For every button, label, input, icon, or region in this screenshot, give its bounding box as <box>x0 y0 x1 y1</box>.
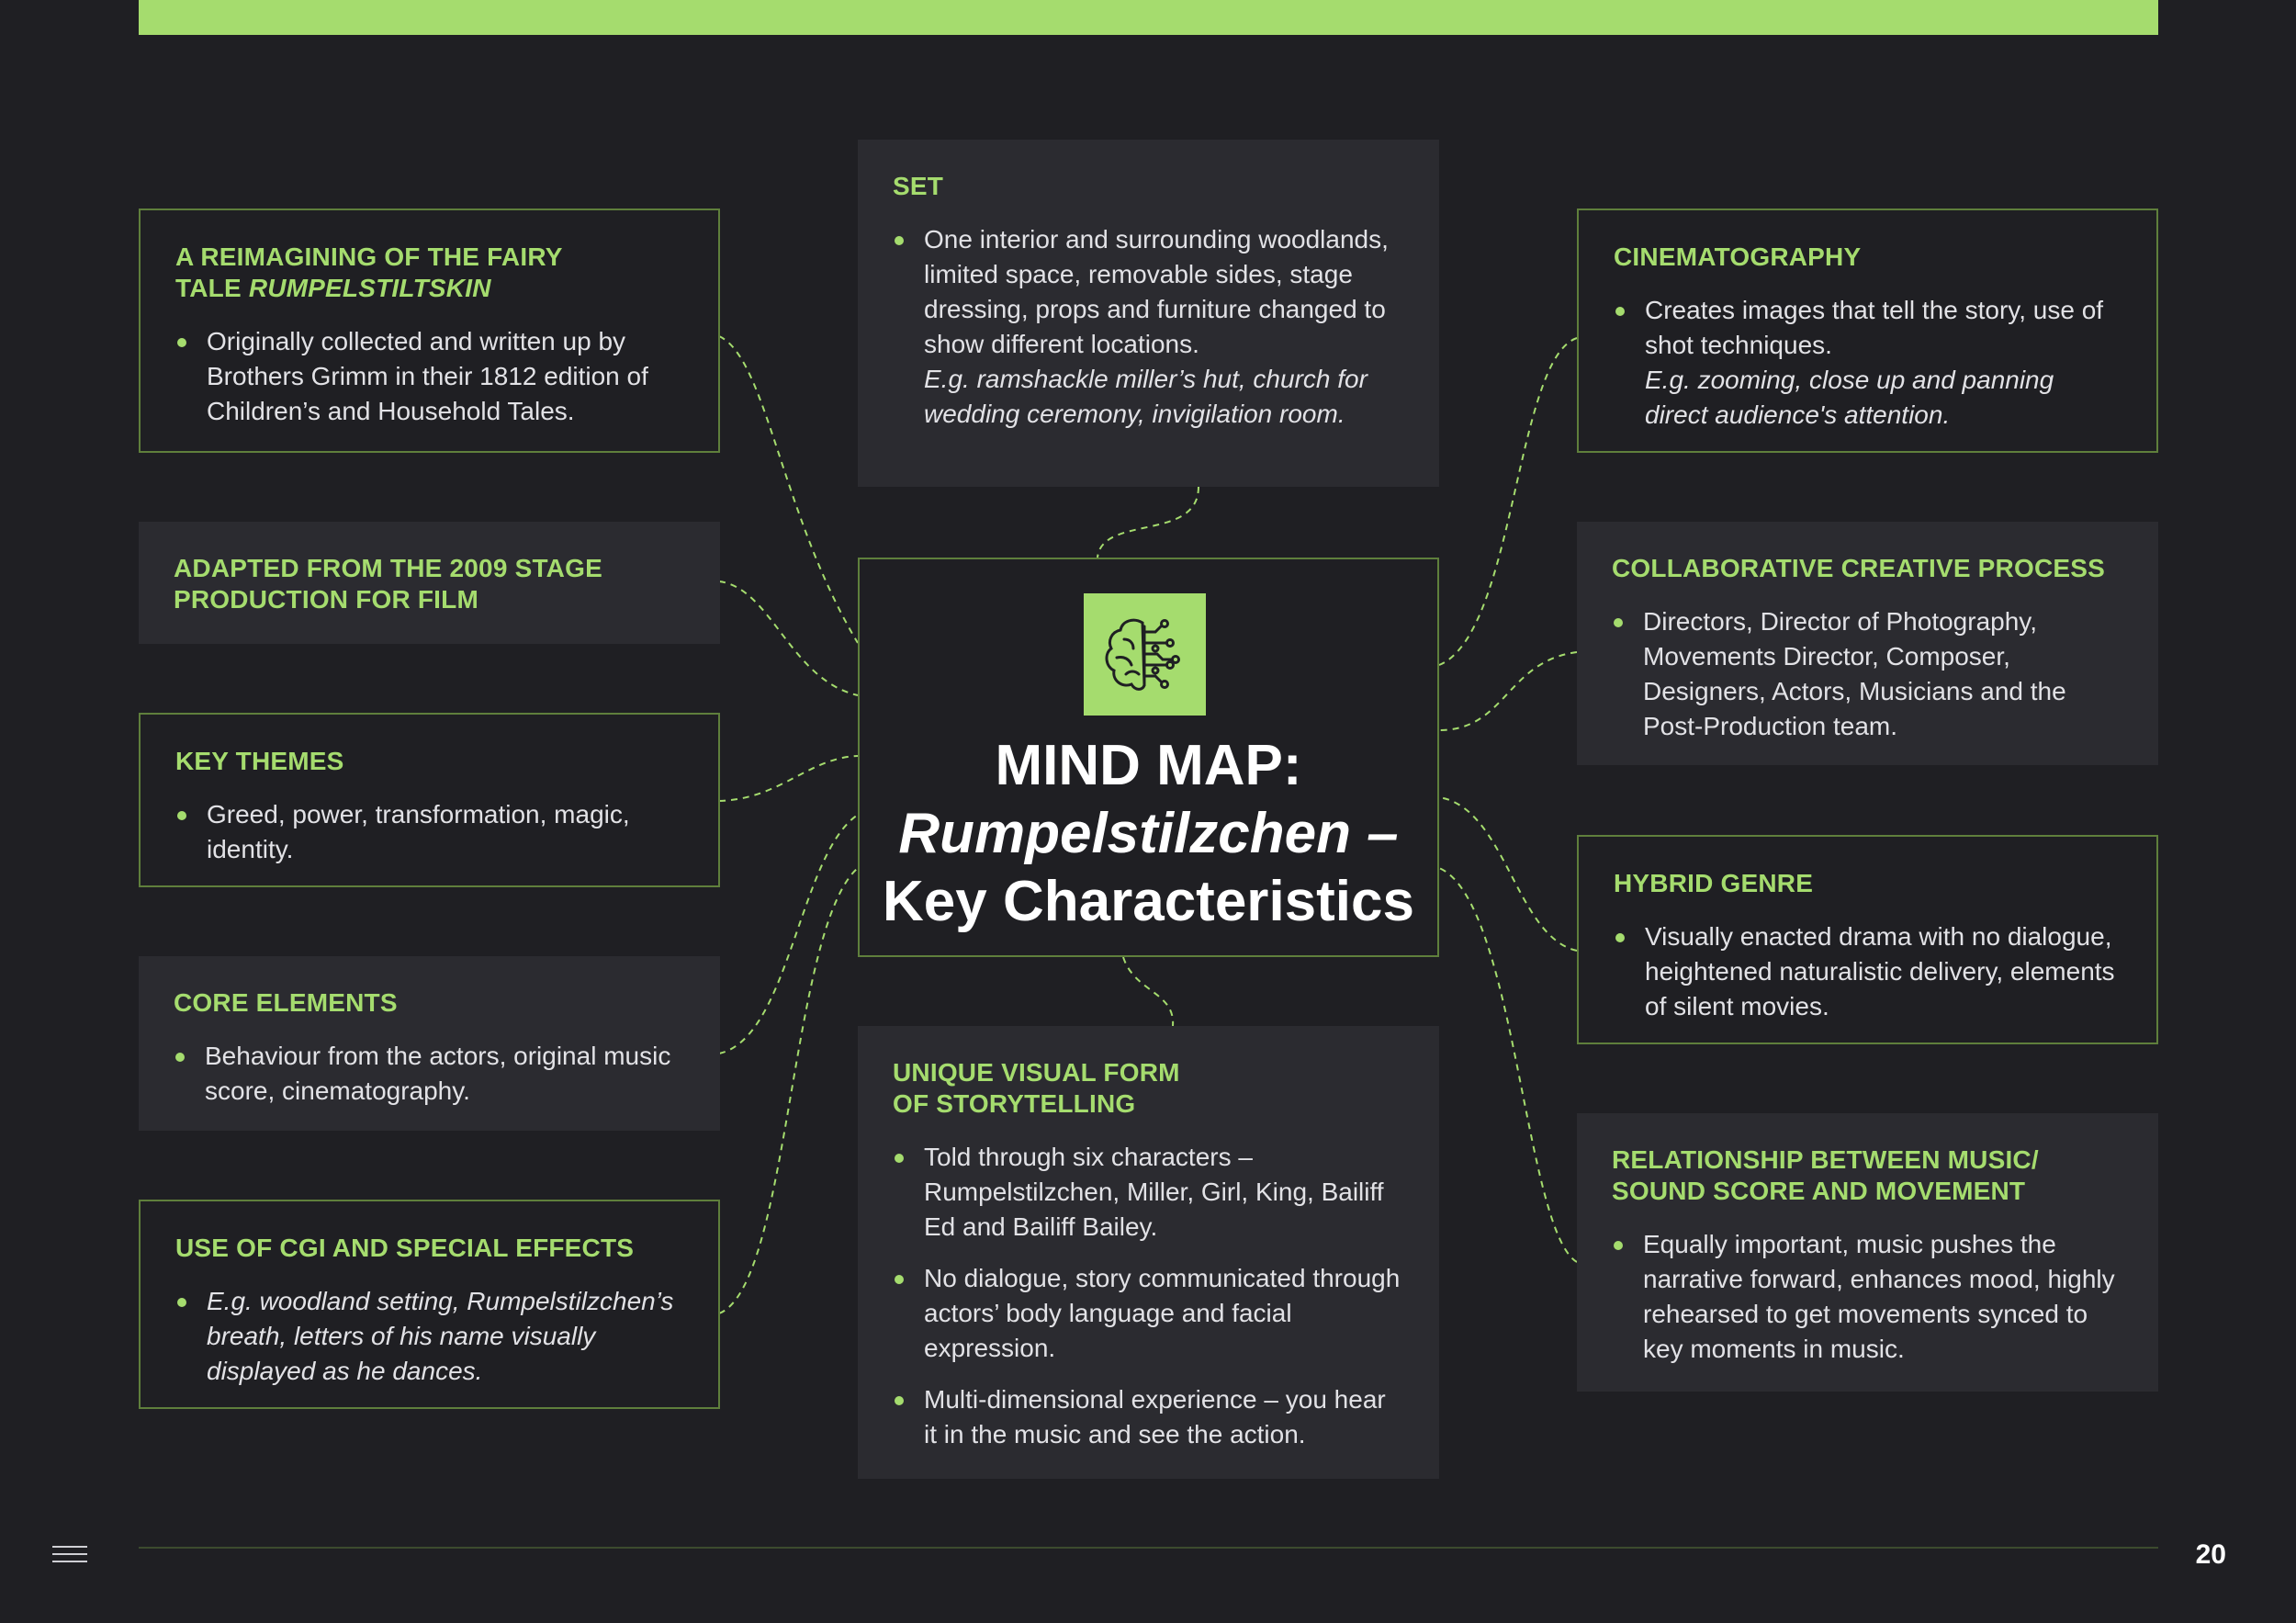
footer-divider <box>139 1547 2158 1549</box>
node-title: HYBRID GENRE <box>1614 869 1814 897</box>
connector-cgi <box>718 867 859 1314</box>
node-adapted: ADAPTED FROM THE 2009 STAGE PRODUCTION F… <box>139 522 720 644</box>
connector-key-themes <box>718 755 859 802</box>
bullet-item: E.g. woodland setting, Rumpelstilzchen’s… <box>175 1284 683 1389</box>
bullet-item: Equally important, music pushes the narr… <box>1612 1227 2123 1367</box>
node-relationship: RELATIONSHIP BETWEEN MUSIC/ SOUND SCORE … <box>1577 1113 2158 1392</box>
bullet-item: Creates images that tell the story, use … <box>1614 293 2122 433</box>
node-cgi: USE OF CGI AND SPECIAL EFFECTS E.g. wood… <box>139 1200 720 1409</box>
node-title: KEY THEMES <box>175 747 344 775</box>
title-line: A REIMAGINING OF THE FAIRY <box>175 242 563 271</box>
bullet-list: Equally important, music pushes the narr… <box>1612 1227 2123 1367</box>
bullet-text: Creates images that tell the story, use … <box>1645 296 2104 359</box>
center-title-line3: Key Characteristics <box>883 870 1414 933</box>
bullet-list: E.g. woodland setting, Rumpelstilzchen’s… <box>175 1284 683 1389</box>
node-title: UNIQUE VISUAL FORM OF STORYTELLING <box>893 1057 1404 1120</box>
page-number: 20 <box>2195 1539 2226 1570</box>
title-line: OF STORYTELLING <box>893 1089 1136 1118</box>
bullet-item: Visually enacted drama with no dialogue,… <box>1614 919 2122 1024</box>
bullet-item: Greed, power, transformation, magic, ide… <box>175 797 683 867</box>
bullet-list: Greed, power, transformation, magic, ide… <box>175 797 683 867</box>
node-title: COLLABORATIVE CREATIVE PROCESS <box>1612 554 2106 582</box>
bullet-text: One interior and surrounding woodlands, … <box>924 225 1389 358</box>
title-line: ADAPTED FROM THE 2009 STAGE <box>174 554 602 582</box>
bullet-list: Behaviour from the actors, original musi… <box>174 1039 685 1109</box>
bullet-italic-text: E.g. ramshackle miller’s hut, church for… <box>924 365 1367 428</box>
connector-collaborative <box>1438 651 1578 731</box>
node-title: CORE ELEMENTS <box>174 988 398 1017</box>
bullet-list: Originally collected and written up by B… <box>175 324 683 429</box>
node-core-elements: CORE ELEMENTS Behaviour from the actors,… <box>139 956 720 1131</box>
bullet-list: One interior and surrounding woodlands, … <box>893 222 1404 432</box>
hamburger-menu-icon[interactable] <box>52 1546 87 1568</box>
node-title: CINEMATOGRAPHY <box>1614 242 1862 271</box>
bullet-item: Behaviour from the actors, original musi… <box>174 1039 685 1109</box>
node-reimagining: A REIMAGINING OF THE FAIRY TALE RUMPELST… <box>139 209 720 453</box>
center-node: MIND MAP: Rumpelstilzchen – Key Characte… <box>858 558 1439 957</box>
node-collaborative: COLLABORATIVE CREATIVE PROCESS Directors… <box>1577 522 2158 765</box>
node-title: RELATIONSHIP BETWEEN MUSIC/ SOUND SCORE … <box>1612 1144 2123 1207</box>
bullet-item: Multi-dimensional experience – you hear … <box>893 1382 1404 1452</box>
top-accent-bar <box>139 0 2158 35</box>
center-title-line2: Rumpelstilzchen – <box>898 802 1399 865</box>
connector-set <box>1097 486 1199 558</box>
title-line: PRODUCTION FOR FILM <box>174 585 478 614</box>
node-unique: UNIQUE VISUAL FORM OF STORYTELLING Told … <box>858 1026 1439 1479</box>
bullet-list: Directors, Director of Photography, Move… <box>1612 604 2123 744</box>
node-set: SET One interior and surrounding woodlan… <box>858 140 1439 487</box>
bullet-list: Told through six characters – Rumpelstil… <box>893 1140 1404 1452</box>
title-line: RELATIONSHIP BETWEEN MUSIC/ <box>1612 1145 2039 1174</box>
node-title: A REIMAGINING OF THE FAIRY TALE RUMPELST… <box>175 242 683 304</box>
node-title: USE OF CGI AND SPECIAL EFFECTS <box>175 1234 635 1262</box>
connector-hybrid <box>1438 796 1578 952</box>
title-line: SOUND SCORE AND MOVEMENT <box>1612 1177 2026 1205</box>
node-cinematography: CINEMATOGRAPHY Creates images that tell … <box>1577 209 2158 453</box>
connector-relationship <box>1438 867 1578 1263</box>
center-title-line1: MIND MAP: <box>995 734 1302 797</box>
bullet-item: No dialogue, story communicated through … <box>893 1261 1404 1366</box>
brain-circuit-icon <box>1084 593 1206 716</box>
bullet-italic-text: E.g. zooming, close up and panning direc… <box>1645 366 2054 429</box>
connector-cinematography <box>1438 337 1578 666</box>
node-title: ADAPTED FROM THE 2009 STAGE PRODUCTION F… <box>174 553 685 615</box>
node-hybrid: HYBRID GENRE Visually enacted drama with… <box>1577 835 2158 1044</box>
connector-adapted <box>718 580 859 696</box>
bullet-italic-text: E.g. woodland setting, Rumpelstilzchen’s… <box>207 1287 674 1385</box>
bullet-item: Directors, Director of Photography, Move… <box>1612 604 2123 744</box>
bullet-item: Originally collected and written up by B… <box>175 324 683 429</box>
connector-core-elements <box>718 814 859 1054</box>
bullet-list: Creates images that tell the story, use … <box>1614 293 2122 433</box>
node-key-themes: KEY THEMES Greed, power, transformation,… <box>139 713 720 887</box>
title-prefix: TALE <box>175 274 249 302</box>
node-title: SET <box>893 172 944 200</box>
bullet-list: Visually enacted drama with no dialogue,… <box>1614 919 2122 1024</box>
title-line: UNIQUE VISUAL FORM <box>893 1058 1180 1087</box>
connector-reimagining <box>718 335 859 644</box>
title-italic: RUMPELSTILTSKIN <box>248 274 491 302</box>
bullet-item: Told through six characters – Rumpelstil… <box>893 1140 1404 1245</box>
bullet-item: One interior and surrounding woodlands, … <box>893 222 1404 432</box>
connector-unique <box>1122 956 1175 1027</box>
